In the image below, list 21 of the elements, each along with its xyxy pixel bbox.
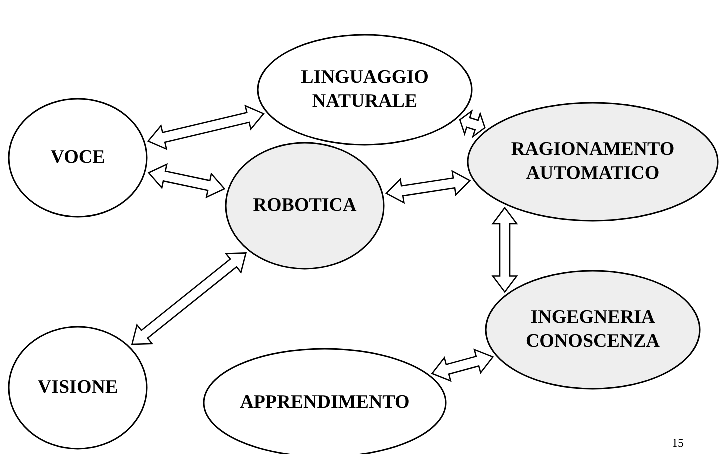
node-label: VOCE (50, 146, 106, 170)
double-arrow (385, 170, 472, 204)
node-label: VISIONE (36, 376, 120, 400)
ellipse-node (8, 326, 148, 450)
ellipse-node (467, 102, 719, 222)
double-arrow (148, 163, 226, 199)
node-label: LINGUAGGIO NATURALE (300, 66, 430, 114)
double-arrow (147, 104, 265, 150)
double-arrow (459, 110, 486, 138)
ellipse-node (485, 270, 701, 390)
ellipse-node (257, 34, 473, 146)
ellipse-node (8, 98, 148, 218)
ellipse-node (225, 142, 385, 270)
node-label: ROBOTICA (252, 194, 358, 218)
node-label: RAGIONAMENTO AUTOMATICO (510, 138, 676, 186)
page-number: 15 (672, 436, 684, 451)
double-arrow (431, 348, 494, 382)
node-label: APPRENDIMENTO (239, 391, 411, 415)
node-label: INGEGNERIA CONOSCENZA (524, 306, 662, 354)
double-arrow (492, 206, 518, 294)
double-arrow (131, 252, 247, 346)
